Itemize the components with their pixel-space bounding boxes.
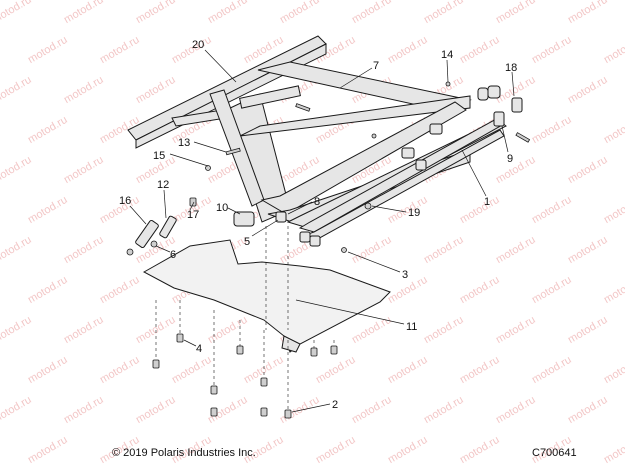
callout-12: 12 [157,179,169,191]
callout-6: 6 [170,249,176,261]
callout-7: 7 [373,60,379,72]
leader-lines [129,49,515,413]
callout-2: 2 [332,399,338,411]
callout-15: 15 [153,150,165,162]
callout-19: 19 [408,207,420,219]
callout-5: 5 [244,236,250,248]
callout-17: 17 [187,209,199,221]
callout-13: 13 [178,137,190,149]
callout-4: 4 [196,343,202,355]
callout-11: 11 [406,321,417,333]
callout-20: 20 [192,39,204,51]
callout-16: 16 [119,195,131,207]
copyright-text: © 2019 Polaris Industries Inc. [112,447,256,459]
callout-8: 8 [314,196,320,208]
callout-18: 18 [505,62,517,74]
callout-1: 1 [484,196,490,208]
skid-plate [142,239,391,353]
mounting-bolts [152,333,338,419]
callout-9: 9 [507,153,513,165]
callout-14: 14 [441,49,453,61]
drawing-number: C700641 [532,447,577,459]
callouts: 20 7 14 18 13 15 12 16 17 10 8 5 6 19 9 … [119,39,517,411]
callout-10: 10 [216,202,228,214]
small-parts [126,81,531,256]
callout-3: 3 [402,269,408,281]
alignment-lines [155,226,335,412]
